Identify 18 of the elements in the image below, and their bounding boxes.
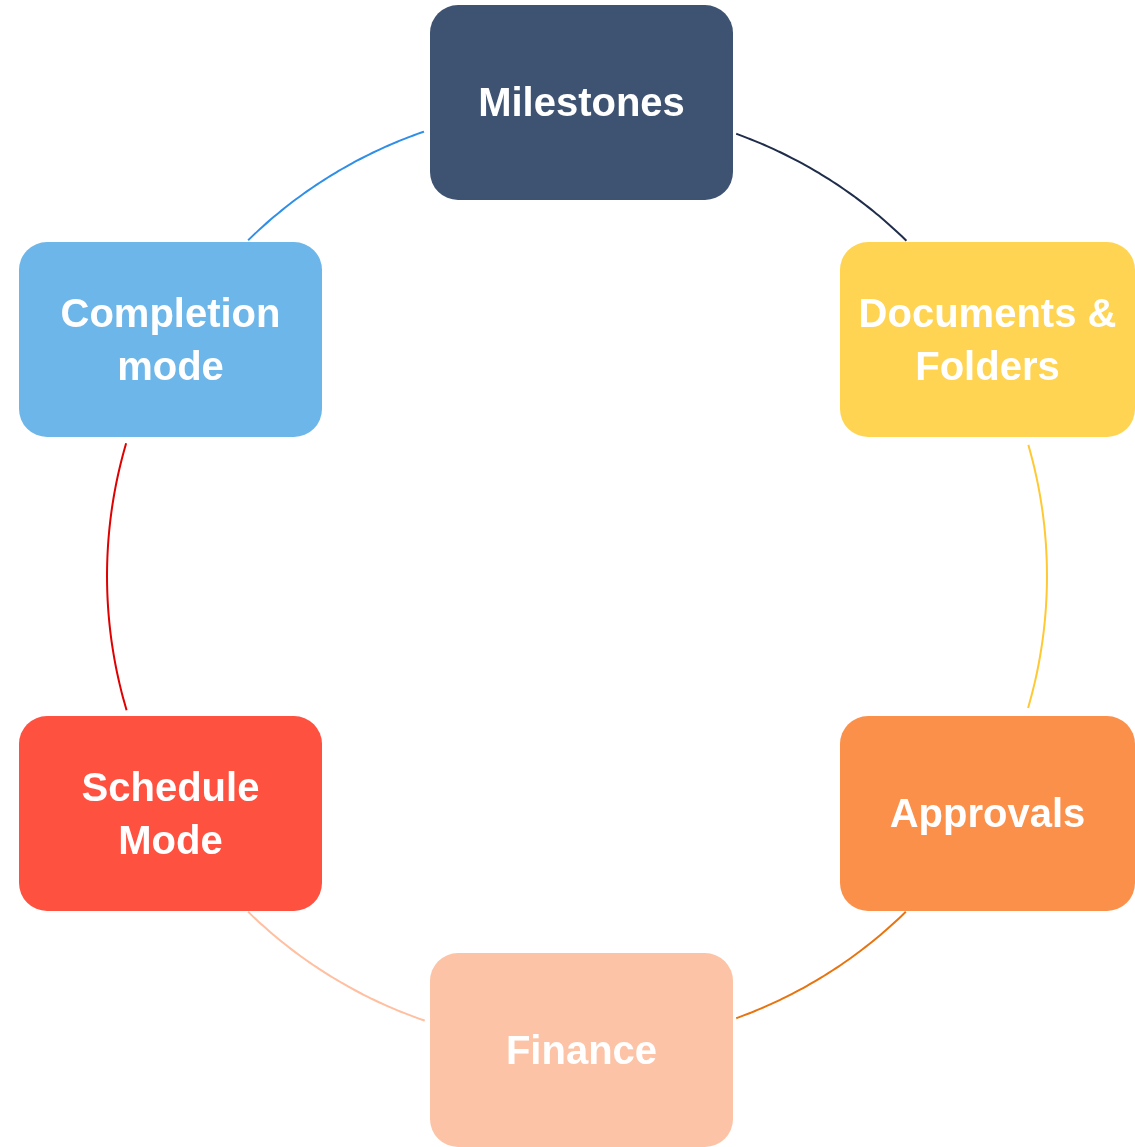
node-label: Documents & Folders	[857, 289, 1118, 390]
connector-arc	[735, 132, 908, 242]
node-label: Approvals	[889, 790, 1086, 837]
process-box	[840, 242, 1135, 437]
milestone-box	[430, 5, 733, 200]
node-label: Schedule Mode	[80, 763, 261, 864]
node-label: Milestones	[478, 79, 685, 126]
connector-arc	[106, 442, 128, 712]
connector-arc	[1027, 443, 1048, 709]
process-box	[430, 953, 733, 1147]
node-label: Completion mode	[59, 289, 282, 390]
connector-arc	[735, 910, 907, 1020]
connector-arc	[247, 130, 425, 242]
node-label: Finance	[505, 1026, 658, 1074]
connector-arc	[247, 910, 426, 1022]
process-box	[19, 242, 322, 437]
process-box	[840, 716, 1135, 911]
process-box	[19, 716, 322, 911]
